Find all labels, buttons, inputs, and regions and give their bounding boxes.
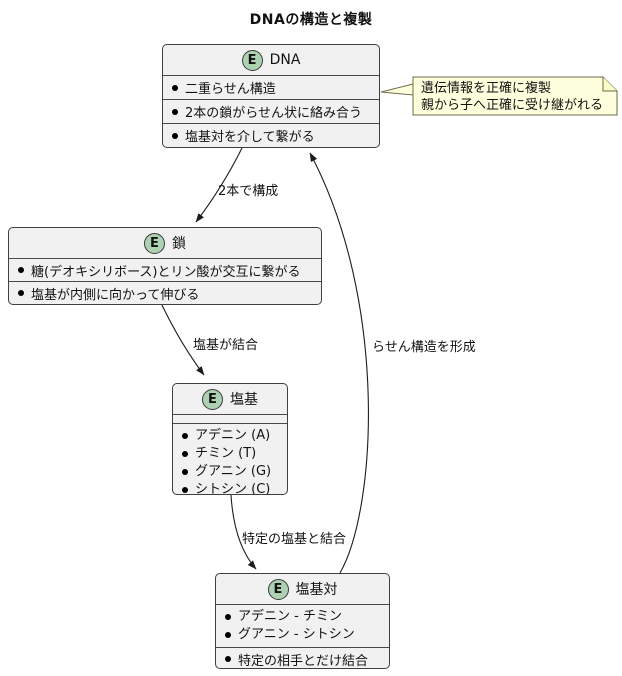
- entity-base-field-list: アデニン (A) チミン (T) グアニン (G) シトシン (C): [173, 423, 287, 495]
- field-text: アデニン (A): [195, 428, 271, 443]
- entity-dna-field: 2本の鎖がらせん状に絡み合う: [163, 99, 379, 123]
- diagram-title: DNAの構造と複製: [249, 12, 373, 28]
- entity-basepair-field-list: アデニン - チミン グアニン - シトシン: [216, 604, 389, 647]
- entity-basepair: E 塩基対 アデニン - チミン グアニン - シトシン 特定の相手とだけ結合: [215, 573, 390, 669]
- entity-dna-field: 二重らせん構造: [163, 75, 379, 99]
- edge-basepair-to-dna: [309, 152, 369, 574]
- field-text: 塩基対を介して繋がる: [185, 130, 315, 145]
- field-text: 糖(デオキシリボース)とリン酸が交互に繋がる: [31, 264, 301, 280]
- bullet-icon: [18, 267, 24, 273]
- entity-strand-field: 糖(デオキシリボース)とリン酸が交互に繋がる: [9, 258, 321, 281]
- edge-label-strand-base: 塩基が結合: [193, 338, 259, 353]
- edge-strand-to-base: [161, 304, 205, 376]
- entity-strand-header: E 鎖: [9, 228, 321, 258]
- field-line: アデニン - チミン: [225, 608, 383, 626]
- bullet-icon: [172, 132, 178, 139]
- bullet-icon: [225, 614, 231, 620]
- entity-basepair-field: 特定の相手とだけ結合: [216, 647, 389, 669]
- note-shape: [412, 76, 618, 116]
- note-connector: [380, 83, 414, 96]
- edge-label-dna-strand: 2本で構成: [218, 184, 279, 199]
- field-text: 2本の鎖がらせん状に絡み合う: [185, 106, 363, 121]
- edge-dna-to-strand: [195, 147, 243, 223]
- field-text: アデニン - チミン: [238, 609, 342, 624]
- bullet-icon: [18, 290, 24, 296]
- edge-label-base-basepair: 特定の塩基と結合: [242, 532, 347, 547]
- field-text: 特定の相手とだけ結合: [238, 653, 369, 669]
- field-text: チミン (T): [195, 446, 257, 461]
- entity-dna-name: DNA: [269, 52, 301, 68]
- entity-dna-field: 塩基対を介して繋がる: [163, 123, 379, 147]
- entity-basepair-name: 塩基対: [295, 582, 338, 598]
- field-line: アデニン (A): [182, 427, 281, 445]
- field-line: グアニン - シトシン: [225, 626, 383, 644]
- bullet-icon: [225, 656, 231, 662]
- note: 遺伝情報を正確に複製 親から子へ正確に受け継がれる: [421, 81, 603, 114]
- field-line: グアニン (G): [182, 463, 281, 481]
- bullet-icon: [225, 632, 231, 638]
- field-text: 塩基が内側に向かって伸びる: [31, 287, 200, 303]
- bullet-icon: [182, 451, 188, 457]
- entity-stereotype-icon: E: [144, 232, 165, 254]
- note-fold-icon: [602, 77, 617, 92]
- field-text: 二重らせん構造: [185, 82, 276, 97]
- bullet-icon: [172, 108, 178, 115]
- field-text: グアニン - シトシン: [238, 627, 355, 642]
- entity-stereotype-icon: E: [241, 49, 263, 71]
- field-text: グアニン (G): [195, 464, 272, 479]
- entity-stereotype-icon: E: [267, 578, 289, 600]
- note-line: 遺伝情報を正確に複製: [421, 81, 552, 96]
- entity-strand: E 鎖 糖(デオキシリボース)とリン酸が交互に繋がる 塩基が内側に向かって伸びる: [8, 227, 322, 305]
- edge-label-basepair-dna: らせん構造を形成: [372, 340, 476, 355]
- field-line: シトシン (C): [182, 481, 281, 495]
- note-line: 親から子へ正確に受け継がれる: [421, 97, 604, 113]
- entity-base-empty-compartment: [173, 414, 287, 423]
- bullet-icon: [182, 469, 188, 475]
- bullet-icon: [182, 433, 188, 439]
- entity-base-name: 塩基: [230, 392, 258, 408]
- entity-dna: E DNA 二重らせん構造 2本の鎖がらせん状に絡み合う 塩基対を介して繋がる: [162, 44, 380, 148]
- edge-base-to-basepair: [230, 494, 257, 570]
- bullet-icon: [182, 487, 188, 493]
- entity-dna-header: E DNA: [163, 45, 379, 75]
- entity-base-header: E 塩基: [173, 384, 287, 414]
- field-line: チミン (T): [182, 445, 281, 463]
- entity-strand-name: 鎖: [172, 236, 186, 252]
- entity-basepair-header: E 塩基対: [216, 574, 389, 604]
- field-text: シトシン (C): [195, 482, 271, 495]
- bullet-icon: [172, 84, 178, 91]
- entity-stereotype-icon: E: [202, 388, 223, 410]
- entity-strand-field: 塩基が内側に向かって伸びる: [9, 281, 321, 304]
- entity-base: E 塩基 アデニン (A) チミン (T) グアニン (G) シトシン (C): [172, 383, 288, 495]
